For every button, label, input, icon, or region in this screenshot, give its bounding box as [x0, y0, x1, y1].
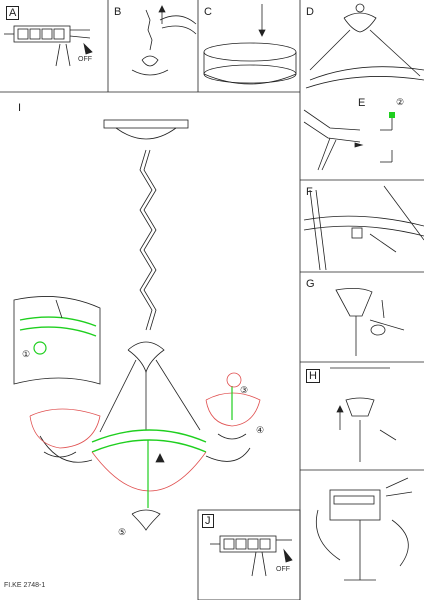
- panel-h-hook: [330, 367, 397, 462]
- panel-d-fixture-top: [305, 3, 424, 89]
- panel-e-arm-connect: [303, 109, 395, 171]
- panel-a-terminal: [4, 25, 93, 67]
- panel-label-h: H: [306, 369, 320, 383]
- panel-label-f: F: [306, 186, 313, 198]
- off-label-a: OFF: [78, 56, 92, 63]
- callout-5: ⑤: [118, 527, 127, 537]
- panel-j-terminal: [210, 535, 293, 577]
- panel-j-frame: [197, 509, 301, 600]
- panel-c-ceiling-plate: [203, 4, 297, 85]
- panel-canopy-wiring: [315, 477, 413, 581]
- panel-label-b: B: [114, 6, 122, 18]
- panel-label-e: E: [358, 97, 366, 109]
- panel-g-cup: [335, 288, 405, 356]
- panel-label-g: G: [306, 278, 315, 290]
- callout-1: ①: [22, 349, 31, 359]
- off-label-j: OFF: [276, 566, 290, 573]
- panel-label-i: I: [18, 102, 22, 114]
- panel-label-j: J: [202, 514, 214, 528]
- panel-b-chain-hook: [131, 5, 197, 76]
- panel-label-c: C: [204, 6, 212, 18]
- panel-label-d: D: [306, 6, 314, 18]
- callout-4: ④: [256, 425, 265, 435]
- panel-i-chandelier: [13, 119, 261, 531]
- panel-label-a: A: [6, 6, 20, 20]
- document-code: FI.KE 2748-1: [4, 582, 46, 589]
- callout-2: ②: [396, 97, 405, 107]
- callout-3: ③: [240, 385, 249, 395]
- panel-f-socket: [303, 185, 424, 271]
